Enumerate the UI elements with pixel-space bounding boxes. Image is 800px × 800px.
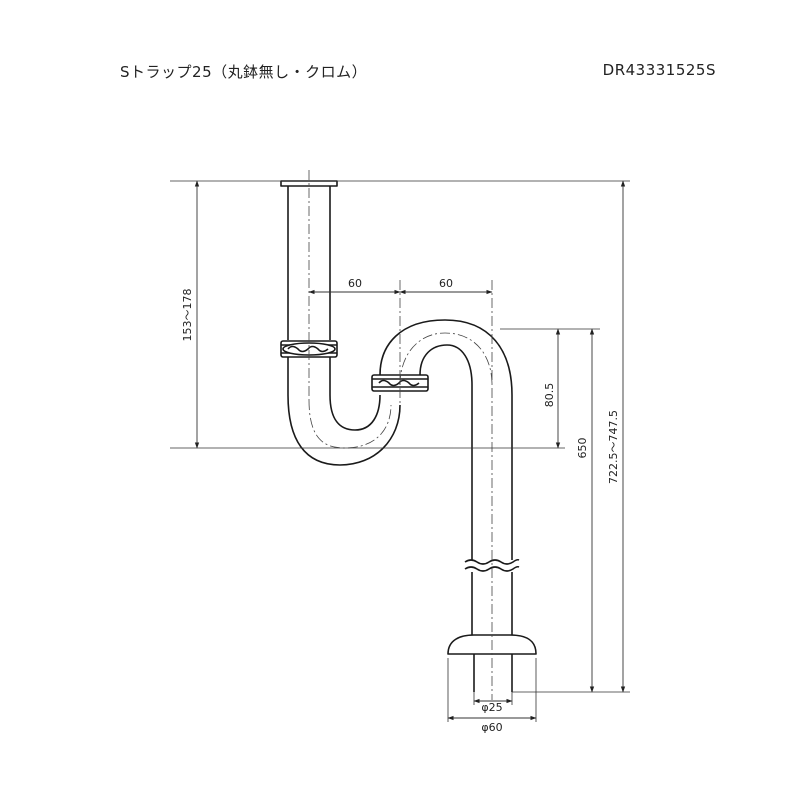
label-upper-range: 153～178 <box>181 289 194 342</box>
label-pipe-diameter: φ25 <box>481 701 502 714</box>
extension-lines <box>170 180 630 722</box>
drawing-title: Sトラップ25（丸鉢無し・クロム） <box>120 63 368 81</box>
label-offset-right: 60 <box>439 277 453 290</box>
centerlines <box>308 170 493 700</box>
label-total-range: 722.5～747.5 <box>607 410 620 484</box>
s-trap-pipe <box>280 180 537 692</box>
label-drop-805: 80.5 <box>543 383 556 408</box>
u-bend-inner <box>329 394 381 431</box>
top-bend-inner <box>419 344 473 386</box>
break-mark-upper <box>464 558 520 565</box>
u-bend-outer <box>287 394 401 466</box>
top-bend-outer <box>379 319 513 396</box>
label-flange-diameter: φ60 <box>481 721 502 734</box>
break-mark-lower <box>464 565 520 572</box>
label-offset-left: 60 <box>348 277 362 290</box>
product-code: DR43331525S <box>602 61 716 79</box>
label-height-650: 650 <box>576 438 589 459</box>
